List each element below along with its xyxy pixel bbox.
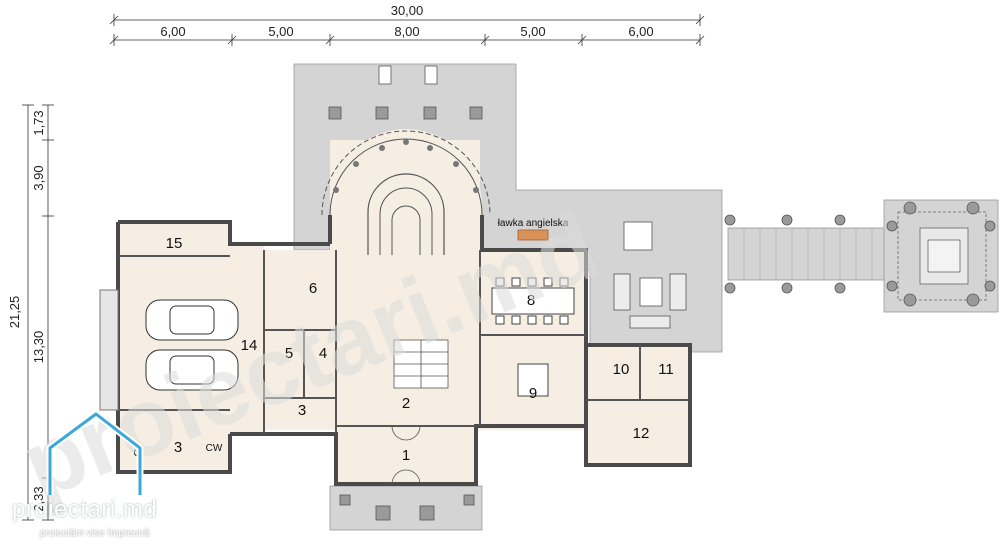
seg-width-4: 5,00 (520, 24, 545, 39)
total-width-label: 30,00 (391, 3, 424, 18)
kitchen-island (517, 363, 549, 397)
top-dimensions (109, 14, 705, 46)
room-labels: 1 2 3 3 4 5 6 8 9 10 11 12 14 15 ławka a… (133, 218, 673, 464)
room-3b-label: 3 (298, 402, 306, 419)
cw-label: CW (206, 443, 223, 454)
room-1-label: 1 (402, 447, 410, 464)
rotunda (321, 129, 491, 262)
room-9-label: 9 (529, 385, 537, 402)
logo-tagline: proiectăm vise împreună (40, 528, 150, 539)
room-8-label: 8 (527, 292, 535, 309)
walkway (743, 228, 873, 280)
dining-table (491, 277, 575, 325)
car-lower (145, 349, 239, 391)
seg-width-3: 8,00 (394, 24, 419, 39)
seg-width-1: 6,00 (160, 24, 185, 39)
seg-depth-2: 3,90 (31, 165, 46, 190)
entry-doors (391, 425, 421, 485)
room-2-label: 2 (402, 395, 410, 412)
seg-depth-1: 1,73 (31, 110, 46, 135)
seg-depth-3: 13,30 (31, 331, 46, 364)
room-3a-label: 3 (174, 439, 182, 456)
lounge-furniture (613, 221, 687, 329)
room-12-label: 12 (633, 425, 650, 442)
room-10-label: 10 (613, 361, 630, 378)
columns (328, 65, 996, 521)
room-15-label: 15 (166, 235, 183, 252)
bench (517, 229, 549, 241)
total-depth-label: 21,25 (7, 296, 22, 329)
room-11-label: 11 (658, 361, 674, 378)
pavilion (897, 211, 987, 301)
seg-width-5: 6,00 (628, 24, 653, 39)
room-5-label: 5 (285, 345, 293, 362)
room-4-label: 4 (319, 345, 327, 362)
seg-depth-4: 2,33 (31, 486, 46, 511)
stairs (393, 339, 449, 389)
seg-width-2: 5,00 (268, 24, 293, 39)
room-6-label: 6 (309, 280, 317, 297)
rotunda-columns (333, 139, 479, 193)
inner-walls (118, 250, 690, 434)
room-14-label: 14 (241, 337, 258, 354)
car-upper (145, 299, 239, 341)
logo-house-icon-inner (48, 412, 142, 495)
garage-door (99, 289, 119, 411)
bench-label: ławka angielska (498, 218, 569, 229)
logo-name: proiectari.md (12, 496, 158, 523)
